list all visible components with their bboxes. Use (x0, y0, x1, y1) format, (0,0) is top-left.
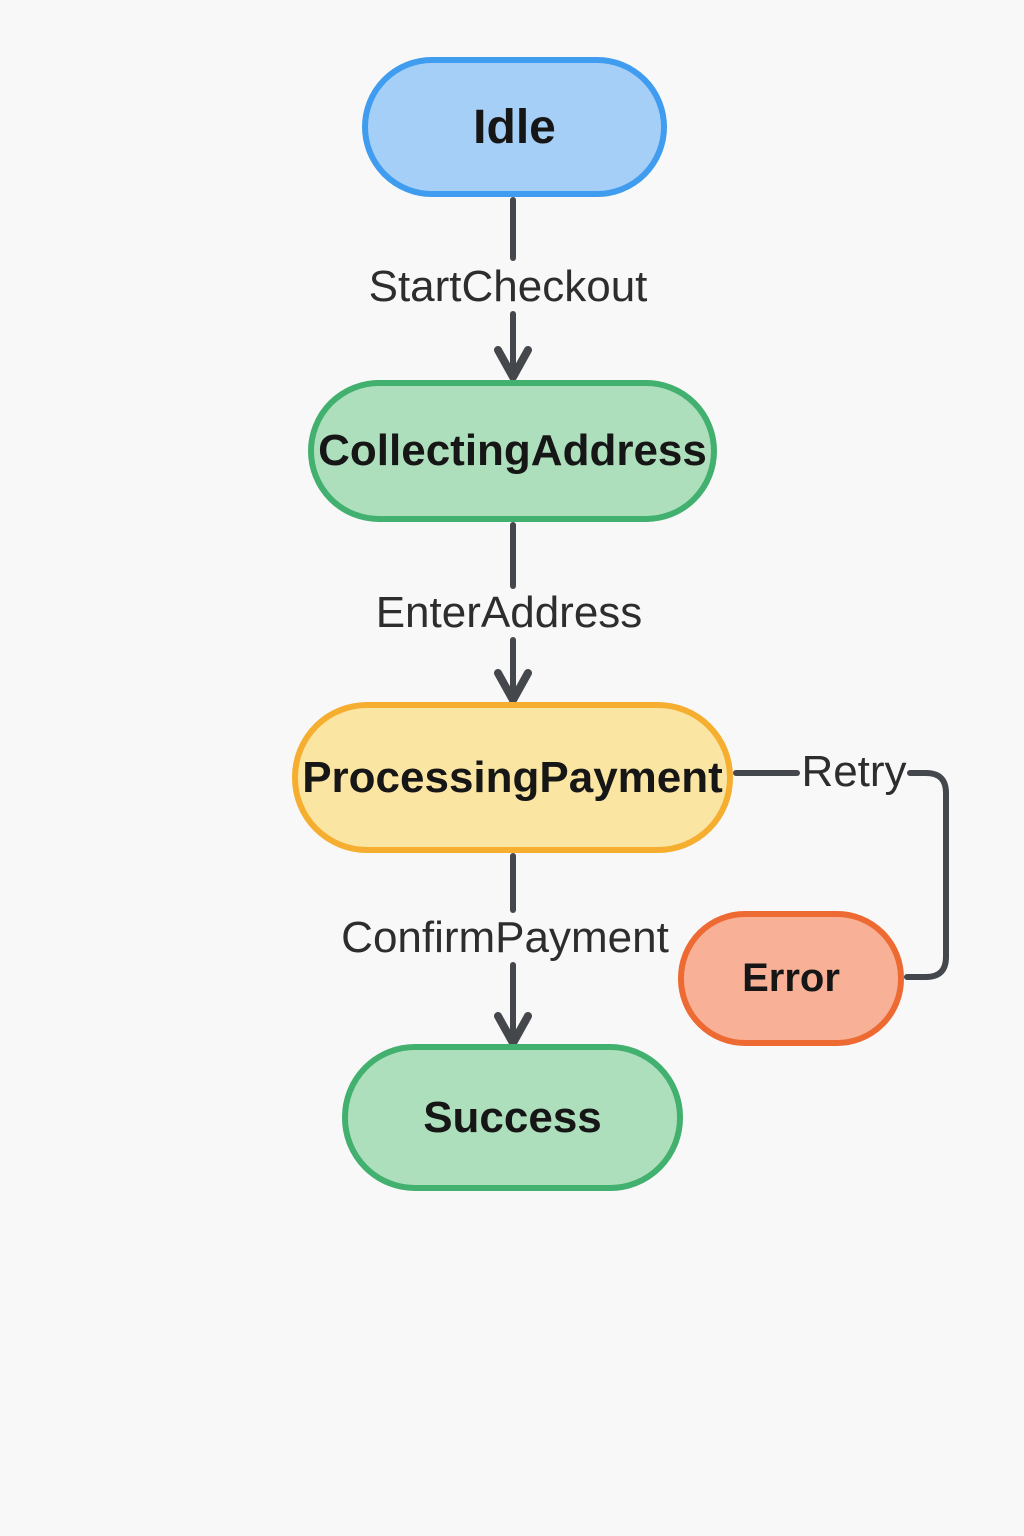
node-collecting-address: CollectingAddress (308, 380, 717, 522)
node-processing-payment: ProcessingPayment (292, 702, 733, 853)
edge-label-confirm-payment: ConfirmPayment (341, 913, 669, 962)
node-idle-label: Idle (473, 100, 556, 154)
node-collecting-address-label: CollectingAddress (318, 426, 707, 475)
node-success: Success (342, 1044, 683, 1191)
edge-label-start-checkout: StartCheckout (368, 262, 648, 311)
node-processing-payment-label: ProcessingPayment (302, 752, 723, 802)
node-idle: Idle (362, 57, 667, 197)
node-error-label: Error (742, 956, 840, 1000)
node-error: Error (678, 911, 904, 1046)
node-success-label: Success (423, 1092, 602, 1142)
edge-label-enter-address: EnterAddress (375, 588, 643, 637)
edge-label-retry: Retry (801, 747, 907, 796)
